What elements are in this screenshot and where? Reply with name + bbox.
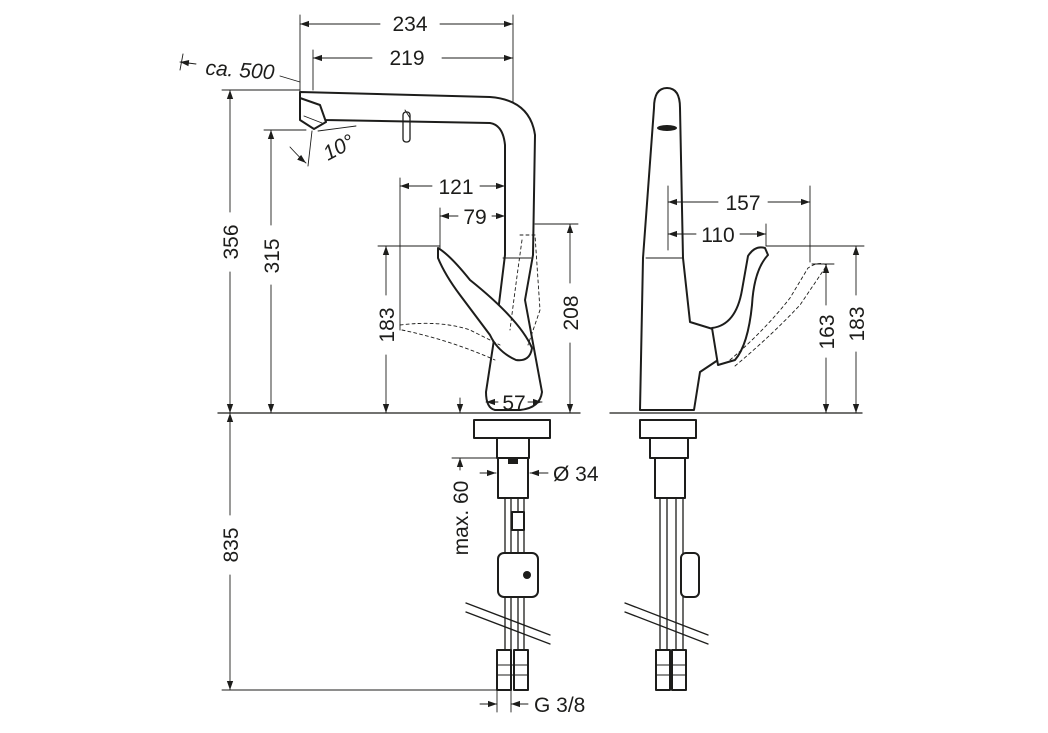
threaded-shank [496, 437, 530, 459]
dim-line-pullout-b [279, 75, 301, 83]
angle-arc [289, 146, 307, 164]
lever-swing-position [399, 322, 501, 346]
side-hose-break-1 [624, 602, 709, 636]
dim-angle: 10° [319, 130, 358, 165]
spray-head-face [303, 115, 323, 124]
weight-box-mark [523, 571, 531, 579]
lever-swing-position-2 [401, 329, 496, 361]
side-dim-lever-height: 183 [846, 306, 869, 341]
hose-break-1 [465, 602, 551, 636]
dim-lever-height: 183 [376, 307, 399, 342]
side-dim-lever-reach-inner: 110 [701, 224, 734, 247]
side-mounting-plate [639, 419, 697, 439]
hose-break-2 [465, 611, 551, 645]
dim-pullout: ca. 500 [205, 57, 276, 85]
connector-left [496, 649, 512, 691]
side-shank [649, 437, 689, 459]
dim-line-pullout [179, 59, 197, 67]
side-view [609, 87, 863, 691]
side-spout [639, 87, 719, 411]
lever-handle [437, 247, 533, 362]
dim-lever-reach-inner: 79 [463, 206, 486, 229]
dim-spout-reach: 219 [389, 47, 424, 70]
weight-box [497, 552, 539, 598]
spout-button [402, 111, 411, 143]
mounting-plate [473, 419, 551, 439]
side-connector-left [655, 649, 671, 691]
dim-height-total: 356 [220, 224, 243, 259]
dim-outlet-height: 315 [261, 238, 284, 273]
pullout-tick [179, 53, 184, 71]
spray-head [299, 97, 327, 130]
front-view [217, 91, 581, 691]
nut-mark [508, 458, 518, 464]
angle-line-1 [307, 130, 313, 167]
dim-lever-reach: 121 [438, 176, 473, 199]
dim-hose-length: 835 [220, 527, 243, 562]
side-view-dimensions: 157 110 163 183 [667, 185, 869, 414]
side-connector-right [671, 649, 687, 691]
side-spray-face [657, 125, 677, 131]
hose-fitting [511, 511, 525, 531]
dim-hole-diameter: Ø 34 [553, 463, 599, 486]
dim-base-diameter: 57 [502, 392, 525, 415]
side-weight-box [680, 552, 700, 598]
side-nut [654, 457, 686, 499]
angle-line-2 [317, 125, 357, 132]
connector-right [513, 649, 529, 691]
dim-lever-swing-height: 208 [560, 295, 583, 330]
side-lever-handle [711, 246, 769, 366]
lever-swing-position-3 [519, 234, 541, 346]
side-dim-lever-height-inner: 163 [816, 314, 839, 349]
mounting-nut [497, 457, 529, 499]
dim-total-reach: 234 [392, 13, 427, 36]
side-hose-break-2 [624, 611, 709, 645]
side-lever-swing-2 [734, 267, 826, 367]
dim-max-thickness: max. 60 [450, 481, 473, 556]
side-lever-swing [729, 263, 829, 361]
side-dim-lever-reach: 157 [725, 192, 760, 215]
spout-seam [404, 109, 411, 119]
lever-swing-position-4 [509, 239, 523, 331]
dim-connection: G 3/8 [534, 694, 585, 717]
